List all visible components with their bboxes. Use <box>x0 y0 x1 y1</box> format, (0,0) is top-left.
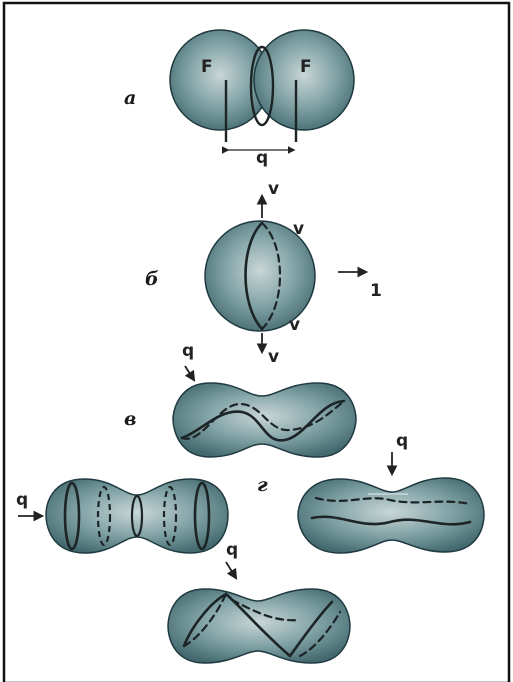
symbol-one: 1 <box>370 281 382 301</box>
symbol-q-v: q <box>182 341 194 361</box>
q-arrow-g-bottom <box>226 562 236 578</box>
symbol-v-top: v <box>268 179 279 199</box>
peanut-body-left <box>46 479 228 553</box>
shape-g-left: q <box>16 479 228 553</box>
q-arrow-v <box>185 366 194 380</box>
panel-a: F F q а <box>124 30 354 168</box>
symbol-v-right-bottom: v <box>289 315 300 335</box>
panel-label-v: в <box>124 408 136 430</box>
symbol-q-dimension: q <box>256 148 268 168</box>
symbol-v-right-top: v <box>293 219 304 239</box>
shape-g-bottom: q <box>168 540 350 663</box>
panel-g: г q q <box>16 431 484 663</box>
symbol-F-right: F <box>300 57 312 77</box>
peanut-body <box>173 383 356 457</box>
symbol-v-bottom: v <box>268 347 279 367</box>
panel-label-b: б <box>145 268 159 290</box>
panel-label-g: г <box>257 474 268 496</box>
panel-v: q в <box>124 341 356 457</box>
symbol-q-g-bottom: q <box>226 540 238 560</box>
panel-label-a: а <box>124 87 136 109</box>
panel-b: v v v v 1 б <box>145 179 382 367</box>
symbol-q-g-left: q <box>16 490 28 510</box>
symbol-F-left: F <box>201 57 213 77</box>
symbol-q-g-right: q <box>396 431 408 451</box>
